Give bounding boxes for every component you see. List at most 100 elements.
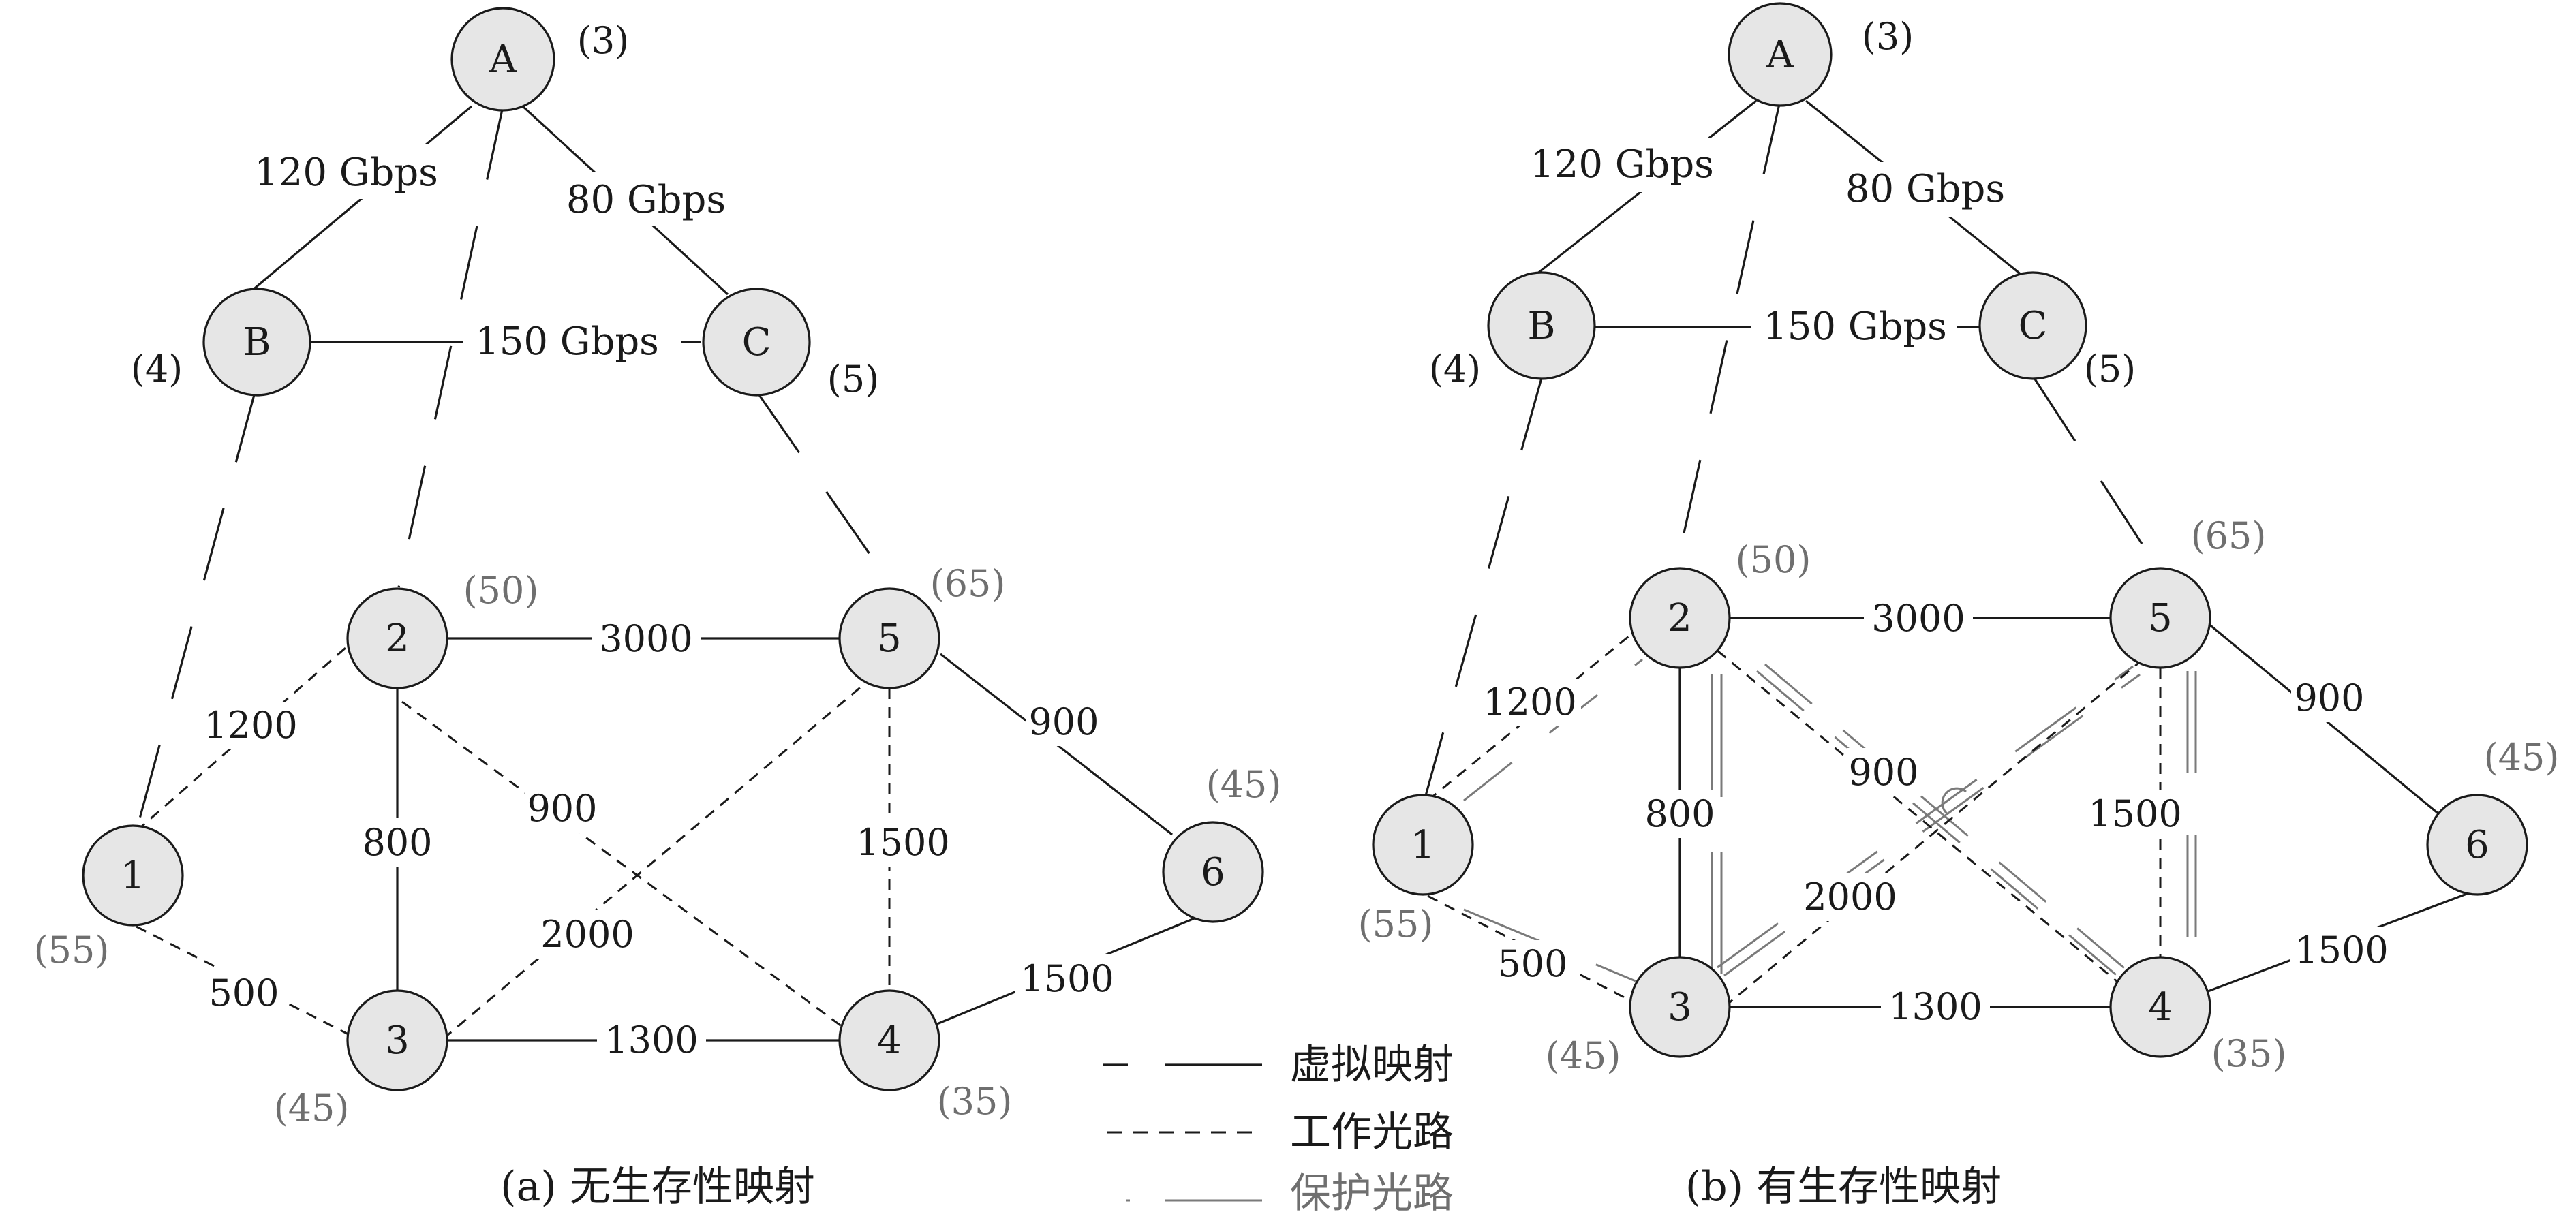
physical-node-1: 1 — [1372, 794, 1474, 896]
virtual-node-c: C — [702, 288, 811, 397]
svg-text:2: 2 — [385, 617, 410, 661]
svg-text:4: 4 — [2148, 985, 2173, 1029]
physical-node-4: 4 — [838, 989, 940, 1091]
physical-node-5: 5 — [838, 587, 940, 689]
physical-node-capacity-6: (45) — [1206, 763, 1282, 806]
svg-text:1: 1 — [1411, 823, 1435, 867]
svg-text:3: 3 — [1668, 985, 1692, 1029]
physical-node-2: 2 — [1629, 567, 1731, 669]
virtual-link-label-ac: 80 Gbps — [1845, 167, 2005, 211]
protection-line-2-4-b — [1764, 663, 2128, 972]
physical-link-label-2-3: 800 — [1644, 792, 1715, 835]
physical-node-6: 6 — [2426, 794, 2528, 896]
svg-text:5: 5 — [2148, 596, 2173, 640]
virtual-node-capacity-a: (3) — [577, 19, 630, 62]
svg-text:6: 6 — [1201, 850, 1225, 895]
working-link-label-4-5: 1500 — [856, 821, 949, 864]
svg-text:B: B — [1527, 304, 1555, 348]
virtual-node-capacity-a: (3) — [1862, 15, 1914, 58]
mapping-line-c-5 — [2033, 377, 2158, 568]
working-link-1-2 — [136, 637, 357, 833]
physical-node-3: 3 — [1629, 956, 1731, 1058]
virtual-node-capacity-b: (4) — [1429, 347, 1482, 390]
svg-text:A: A — [489, 37, 517, 82]
working-link-label-2-4: 900 — [527, 787, 597, 830]
virtual-node-c: C — [1978, 271, 2087, 380]
svg-text:A: A — [1766, 33, 1794, 77]
working-link-label-1-2: 1200 — [204, 704, 297, 747]
working-link-2-4 — [401, 700, 846, 1030]
virtual-link-label-bc: 150 Gbps — [1763, 305, 1947, 349]
physical-node-6: 6 — [1162, 821, 1264, 923]
physical-node-4: 4 — [2109, 956, 2211, 1058]
protection-line-3-5-b — [1723, 673, 2141, 977]
physical-node-capacity-2: (50) — [463, 569, 539, 612]
virtual-node-capacity-b: (4) — [131, 347, 183, 390]
working-link-label-3-5: 2000 — [540, 913, 634, 956]
working-link-label-2-4: 900 — [1848, 751, 1918, 794]
physical-node-capacity-4: (35) — [937, 1080, 1013, 1123]
mapping-line-c-5 — [755, 390, 894, 588]
svg-text:6: 6 — [2465, 823, 2489, 867]
working-link-label-1-3: 500 — [1497, 942, 1567, 985]
working-link-1-2 — [1427, 632, 1633, 802]
panel-a: 120 Gbps 80 Gbps 150 Gbps 3000 900 800 — [34, 7, 1282, 1211]
legend-item-working-lightpath: 工作光路 — [1107, 1108, 1454, 1156]
mapping-line-a-2 — [1675, 100, 1781, 568]
physical-node-capacity-2: (50) — [1736, 538, 1811, 581]
physical-node-capacity-4: (35) — [2211, 1032, 2287, 1075]
physical-node-capacity-1: (55) — [34, 929, 110, 972]
physical-node-capacity-3: (45) — [1546, 1034, 1621, 1077]
working-link-label-3-5: 2000 — [1803, 875, 1897, 918]
virtual-node-a: A — [1728, 2, 1833, 107]
physical-node-capacity-6: (45) — [2484, 736, 2560, 779]
physical-node-capacity-3: (45) — [274, 1087, 350, 1130]
svg-text:3: 3 — [385, 1019, 410, 1063]
protection-line-2-4-a — [1756, 670, 2120, 979]
virtual-link-a-b — [246, 105, 473, 296]
physical-link-label-2-3: 800 — [362, 821, 432, 864]
virtual-link-label-bc: 150 Gbps — [475, 320, 659, 364]
virtual-node-b: B — [202, 288, 311, 397]
protection-lightpaths — [1463, 658, 2197, 982]
physical-link-label-2-5: 3000 — [599, 617, 692, 660]
working-link-2-4 — [1717, 649, 2134, 996]
physical-link-label-5-6: 900 — [1028, 700, 1099, 743]
virtual-node-a: A — [450, 7, 555, 112]
physical-link-label-2-5: 3000 — [1871, 597, 1965, 640]
virtual-link-label-ab: 120 Gbps — [254, 151, 438, 195]
protection-crossing-arc — [1941, 787, 1967, 815]
mapping-line-b-1 — [1423, 377, 1543, 801]
protection-line-3-5-a — [1717, 665, 2134, 969]
physical-node-1: 1 — [82, 824, 184, 927]
svg-text:5: 5 — [877, 617, 902, 661]
working-link-label-1-2: 1200 — [1483, 681, 1576, 724]
protection-line-1-2 — [1463, 658, 1643, 802]
panel-b-caption: (b) 有生存性映射 — [1685, 1163, 2002, 1211]
mapping-line-a-2 — [397, 106, 504, 588]
virtual-link-label-ab: 120 Gbps — [1530, 142, 1714, 187]
physical-node-2: 2 — [346, 587, 448, 689]
physical-link-label-3-4: 1300 — [604, 1019, 698, 1061]
virtual-node-capacity-c: (5) — [827, 358, 880, 401]
legend-label-protection-lightpath: 保护光路 — [1290, 1170, 1454, 1212]
physical-node-capacity-1: (55) — [1358, 903, 1434, 946]
physical-node-5: 5 — [2109, 567, 2211, 669]
legend-label-working-lightpath: 工作光路 — [1290, 1108, 1454, 1156]
physical-node-capacity-5: (65) — [2191, 514, 2267, 557]
svg-text:4: 4 — [877, 1019, 902, 1063]
panel-a-caption: (a) 无生存性映射 — [500, 1163, 815, 1211]
working-link-3-5 — [1723, 649, 2154, 1008]
legend: 虚拟映射 工作光路 保护光路 — [1103, 1041, 1454, 1212]
svg-text:B: B — [243, 320, 271, 364]
svg-text:C: C — [2019, 304, 2048, 348]
working-link-label-1-3: 500 — [209, 972, 279, 1014]
working-link-label-4-5: 1500 — [2088, 792, 2181, 835]
svg-text:2: 2 — [1668, 596, 1692, 640]
svg-text:C: C — [742, 320, 771, 364]
panel-b: 120 Gbps 80 Gbps 150 Gbps — [1358, 2, 2560, 1211]
physical-link-label-5-6: 900 — [2294, 677, 2364, 719]
svg-text:1: 1 — [121, 854, 145, 898]
physical-link-label-4-6: 1500 — [1020, 957, 1114, 1000]
